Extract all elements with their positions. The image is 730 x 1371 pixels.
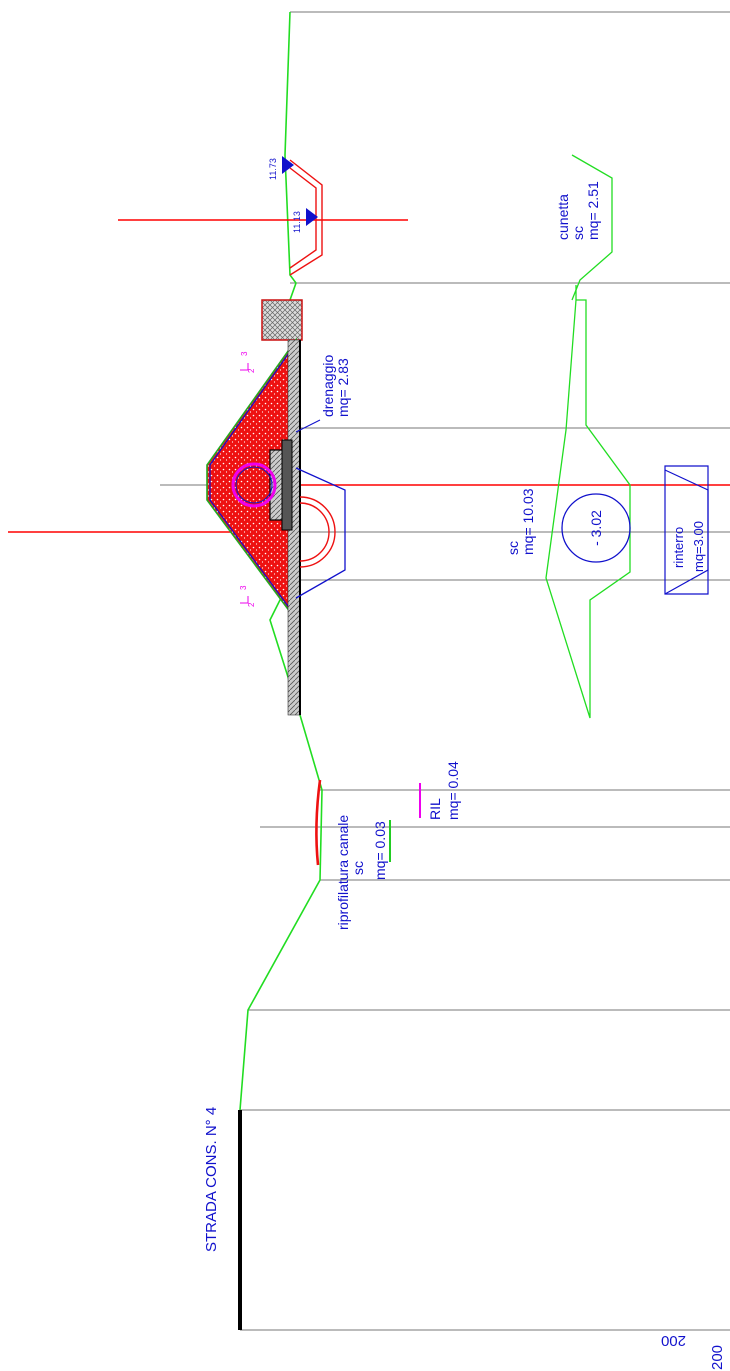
elevation-label: 11.73	[268, 158, 278, 180]
hatched-block	[261, 299, 303, 341]
ground-profile-line	[239, 11, 323, 1330]
cunetta-channel-outer	[289, 159, 323, 276]
embankment-edge	[209, 342, 297, 618]
slope-mark-top: 3 2	[240, 351, 256, 373]
pipe-circle	[231, 462, 277, 508]
ril-label: RIL mq= 0.04	[427, 761, 461, 820]
elevation-marker-icon	[282, 156, 294, 174]
svg-text:3: 3	[240, 351, 249, 356]
svg-text:sc: sc	[570, 226, 586, 240]
pipe-inner	[235, 466, 273, 504]
cunetta-channel-inner	[289, 167, 317, 269]
cunetta-label: cunetta sc mq= 2.51	[555, 181, 601, 240]
rinterro-shape	[664, 465, 709, 595]
svg-text:3: 3	[239, 585, 248, 590]
svg-text:mq= 2.51: mq= 2.51	[585, 181, 601, 240]
svg-text:2: 2	[247, 602, 256, 607]
elevation-label: 11.13	[292, 211, 302, 233]
drenaggio-label: drenaggio mq= 2.83	[320, 355, 351, 417]
existing-culvert-arch	[299, 496, 336, 568]
svg-text:cunetta: cunetta	[555, 194, 571, 240]
rinterro-label: rinterro mq=3.00	[671, 521, 706, 572]
area-circle-value: - 3.02	[588, 510, 604, 546]
scavo-label: sc mq= 10.03	[505, 488, 536, 555]
rinterro-slope	[664, 469, 709, 595]
cunetta-diagram	[571, 154, 613, 301]
area-circle	[561, 493, 631, 563]
scale-label-rotated: 200	[661, 1332, 686, 1349]
riprofilatura-label: riprofilatura canale sc mq= 0.03	[335, 815, 388, 930]
svg-text:drenaggio: drenaggio	[320, 355, 336, 417]
grid-lines	[160, 11, 730, 1331]
svg-text:sc: sc	[505, 541, 521, 555]
svg-text:sc: sc	[350, 861, 366, 875]
riprofilatura-shape	[315, 779, 322, 866]
road-title: STRADA CONS. N° 4	[203, 1107, 220, 1252]
svg-text:rinterro: rinterro	[671, 527, 686, 568]
central-plate	[281, 439, 293, 531]
svg-text:mq= 0.04: mq= 0.04	[445, 761, 461, 820]
scavo-diagram	[545, 285, 631, 719]
scale-label: 200	[709, 1345, 726, 1370]
existing-culvert-arch-inner	[299, 502, 330, 562]
svg-text:RIL: RIL	[427, 798, 443, 820]
svg-text:mq=3.00: mq=3.00	[691, 521, 706, 572]
trench-outline	[295, 467, 346, 599]
svg-text:riprofilatura canale: riprofilatura canale	[335, 815, 351, 930]
svg-text:2: 2	[247, 368, 256, 373]
drenaggio-leader	[295, 419, 321, 433]
svg-text:mq= 0.03: mq= 0.03	[372, 821, 388, 880]
svg-text:mq= 10.03: mq= 10.03	[520, 488, 536, 555]
slope-mark-bottom: 3 2	[239, 585, 256, 607]
elevation-marker-icon	[306, 208, 318, 226]
svg-text:mq= 2.83: mq= 2.83	[335, 358, 351, 417]
